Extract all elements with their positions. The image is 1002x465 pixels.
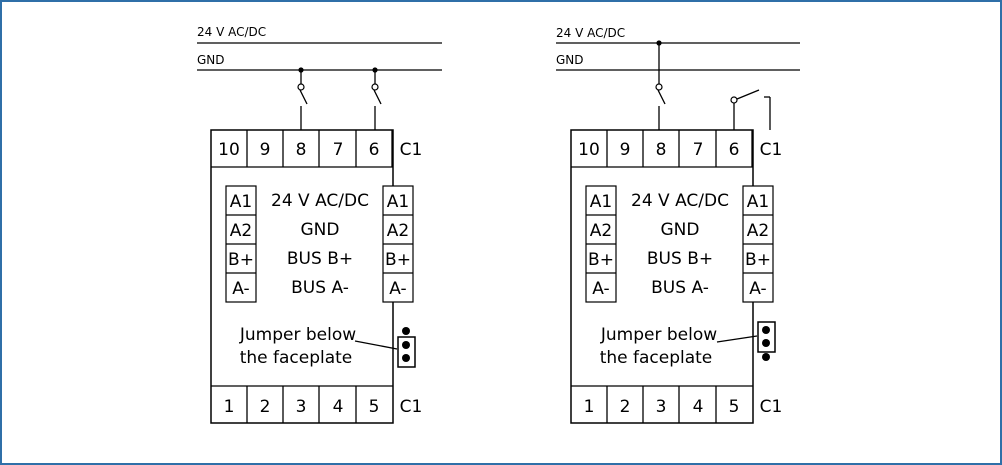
switch-terminal-8 [297, 67, 308, 130]
pin-b-plus-left: B+ [228, 250, 254, 270]
terminal-9: 9 [260, 140, 271, 160]
terminal-9-right: 9 [620, 140, 631, 160]
terminal-6: 6 [369, 140, 380, 160]
pin-a-minus-left-2: A- [592, 279, 609, 299]
jumper-label-line2-right: the faceplate [600, 348, 713, 368]
terminal-1: 1 [224, 397, 235, 417]
terminal-2-right: 2 [620, 397, 631, 417]
pin-a2-left-2: A2 [590, 221, 612, 241]
terminal-c1-top-right: C1 [760, 140, 783, 160]
pin-label-gnd: GND [301, 220, 340, 240]
jumper-label-line2: the faceplate [240, 348, 353, 368]
terminal-5: 5 [369, 397, 380, 417]
terminal-10-right: 10 [578, 140, 600, 160]
terminal-c1-bottom: C1 [400, 397, 423, 417]
pin-a-minus-right-2: A- [749, 279, 766, 299]
jumper-block-right [757, 321, 776, 361]
supply-line-label: 24 V AC/DC [197, 25, 266, 39]
terminal-4: 4 [333, 397, 344, 417]
jumper-label-line1: Jumper below [239, 325, 356, 345]
pin-label-bus-a: BUS A- [291, 278, 349, 298]
terminal-5-right: 5 [729, 397, 740, 417]
switch-terminal-8-right [655, 40, 666, 130]
ground-line-label: GND [197, 53, 225, 67]
terminal-c1-top: C1 [400, 140, 423, 160]
pin-a1-right: A1 [387, 192, 409, 212]
supply-line-label-right: 24 V AC/DC [556, 26, 625, 40]
terminal-3-right: 3 [656, 397, 667, 417]
terminal-7: 7 [333, 140, 344, 160]
pin-a1-left: A1 [230, 192, 252, 212]
jumper-label-line1-right: Jumper below [600, 325, 717, 345]
terminal-7-right: 7 [693, 140, 704, 160]
jumper-block-left [397, 327, 416, 368]
terminal-c1-bottom-right: C1 [760, 397, 783, 417]
pin-label-bus-a-2: BUS A- [651, 278, 709, 298]
terminal-8: 8 [296, 140, 307, 160]
terminal-4-right: 4 [693, 397, 704, 417]
terminal-6-right: 6 [729, 140, 740, 160]
terminal-8-right: 8 [656, 140, 667, 160]
pin-label-gnd-2: GND [661, 220, 700, 240]
switch-terminal-6 [371, 67, 382, 130]
terminal-10: 10 [218, 140, 240, 160]
ground-line-label-right: GND [556, 53, 584, 67]
switch-terminal-6-c1 [730, 89, 771, 130]
pin-a-minus-right: A- [389, 279, 406, 299]
pin-b-plus-right-2: B+ [745, 250, 771, 270]
pin-b-plus-left-2: B+ [588, 250, 614, 270]
pin-a1-left-2: A1 [590, 192, 612, 212]
pin-a-minus-left: A- [232, 279, 249, 299]
pin-label-bus-b-2: BUS B+ [647, 249, 713, 269]
terminal-2: 2 [260, 397, 271, 417]
terminal-3: 3 [296, 397, 307, 417]
terminal-1-right: 1 [584, 397, 595, 417]
pin-a1-right-2: A1 [747, 192, 769, 212]
pin-a2-right: A2 [387, 221, 409, 241]
pin-label-bus-b: BUS B+ [287, 249, 353, 269]
diagram-left: 24 V AC/DC GND [197, 25, 442, 424]
pin-b-plus-right: B+ [385, 250, 411, 270]
pin-a2-right-2: A2 [747, 221, 769, 241]
diagram-right: 24 V AC/DC GND 10 [556, 26, 800, 424]
pin-label-supply: 24 V AC/DC [271, 191, 369, 211]
pin-label-supply-2: 24 V AC/DC [631, 191, 729, 211]
pin-a2-left: A2 [230, 221, 252, 241]
